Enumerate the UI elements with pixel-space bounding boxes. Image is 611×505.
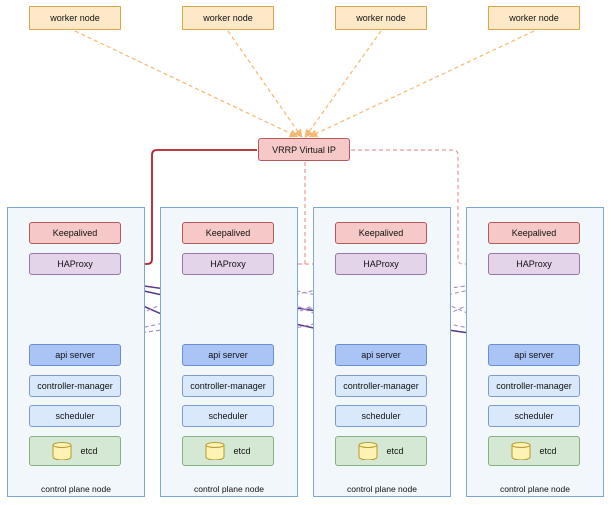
scheduler-label: scheduler	[361, 411, 401, 421]
haproxy-label: HAProxy	[516, 259, 552, 269]
api-server: api server	[29, 344, 121, 366]
vrrp-virtual-ip: VRRP Virtual IP	[258, 138, 350, 161]
haproxy: HAProxy	[29, 253, 121, 275]
scheduler: scheduler	[182, 405, 274, 427]
etcd-label: etcd	[233, 446, 251, 456]
haproxy-label: HAProxy	[57, 259, 93, 269]
keepalived-label: Keepalived	[511, 228, 557, 238]
vrrp-standby-edge	[351, 149, 486, 269]
worker-node-1: worker node	[29, 6, 121, 30]
scheduler: scheduler	[488, 405, 580, 427]
keepalived-label: Keepalived	[358, 228, 404, 238]
vrrp-active-edge	[122, 149, 257, 271]
keepalived-label: Keepalived	[205, 228, 251, 238]
controller-manager-label: controller-manager	[496, 381, 572, 391]
keepalived: Keepalived	[29, 222, 121, 244]
scheduler: scheduler	[335, 405, 427, 427]
haproxy: HAProxy	[335, 253, 427, 275]
worker-to-vrrp-edge	[308, 30, 535, 138]
controller-manager-label: controller-manager	[37, 381, 113, 391]
worker-node-4: worker node	[488, 6, 580, 30]
etcd: etcd	[29, 436, 121, 466]
vrrp-label: VRRP Virtual IP	[272, 144, 336, 155]
scheduler-label: scheduler	[514, 411, 554, 421]
controller-manager-label: controller-manager	[190, 381, 266, 391]
worker-node-2: worker node	[182, 6, 274, 30]
etcd: etcd	[335, 436, 427, 466]
database-icon	[511, 442, 531, 460]
database-icon	[52, 442, 72, 460]
api-server: api server	[488, 344, 580, 366]
controller-manager: controller-manager	[182, 375, 274, 397]
haproxy-label: HAProxy	[363, 259, 399, 269]
etcd: etcd	[488, 436, 580, 466]
keepalived: Keepalived	[182, 222, 274, 244]
api-server-label: api server	[208, 350, 248, 360]
database-icon	[205, 442, 225, 460]
controller-manager: controller-manager	[335, 375, 427, 397]
scheduler-label: scheduler	[55, 411, 95, 421]
database-icon	[358, 442, 378, 460]
haproxy: HAProxy	[182, 253, 274, 275]
api-server: api server	[182, 344, 274, 366]
api-server-label: api server	[361, 350, 401, 360]
worker-node-label: worker node	[509, 13, 559, 23]
api-server-label: api server	[514, 350, 554, 360]
etcd-label: etcd	[80, 446, 98, 456]
keepalived: Keepalived	[335, 222, 427, 244]
control-plane-label: control plane node	[347, 484, 417, 494]
worker-to-vrrp-edge	[227, 30, 303, 138]
control-plane-label: control plane node	[194, 484, 264, 494]
scheduler-label: scheduler	[208, 411, 248, 421]
control-plane-label: control plane node	[500, 484, 570, 494]
controller-manager-label: controller-manager	[343, 381, 419, 391]
keepalived-label: Keepalived	[52, 228, 98, 238]
haproxy: HAProxy	[488, 253, 580, 275]
etcd-label: etcd	[386, 446, 404, 456]
controller-manager: controller-manager	[29, 375, 121, 397]
etcd-label: etcd	[539, 446, 557, 456]
controller-manager: controller-manager	[488, 375, 580, 397]
haproxy-label: HAProxy	[210, 259, 246, 269]
worker-node-label: worker node	[356, 13, 406, 23]
keepalived: Keepalived	[488, 222, 580, 244]
scheduler: scheduler	[29, 405, 121, 427]
etcd: etcd	[182, 436, 274, 466]
worker-node-3: worker node	[335, 6, 427, 30]
worker-node-label: worker node	[50, 13, 100, 23]
worker-to-vrrp-edge	[304, 30, 382, 138]
worker-node-label: worker node	[203, 13, 253, 23]
api-server-label: api server	[55, 350, 95, 360]
worker-to-vrrp-edge	[74, 30, 299, 138]
control-plane-label: control plane node	[41, 484, 111, 494]
api-server: api server	[335, 344, 427, 366]
